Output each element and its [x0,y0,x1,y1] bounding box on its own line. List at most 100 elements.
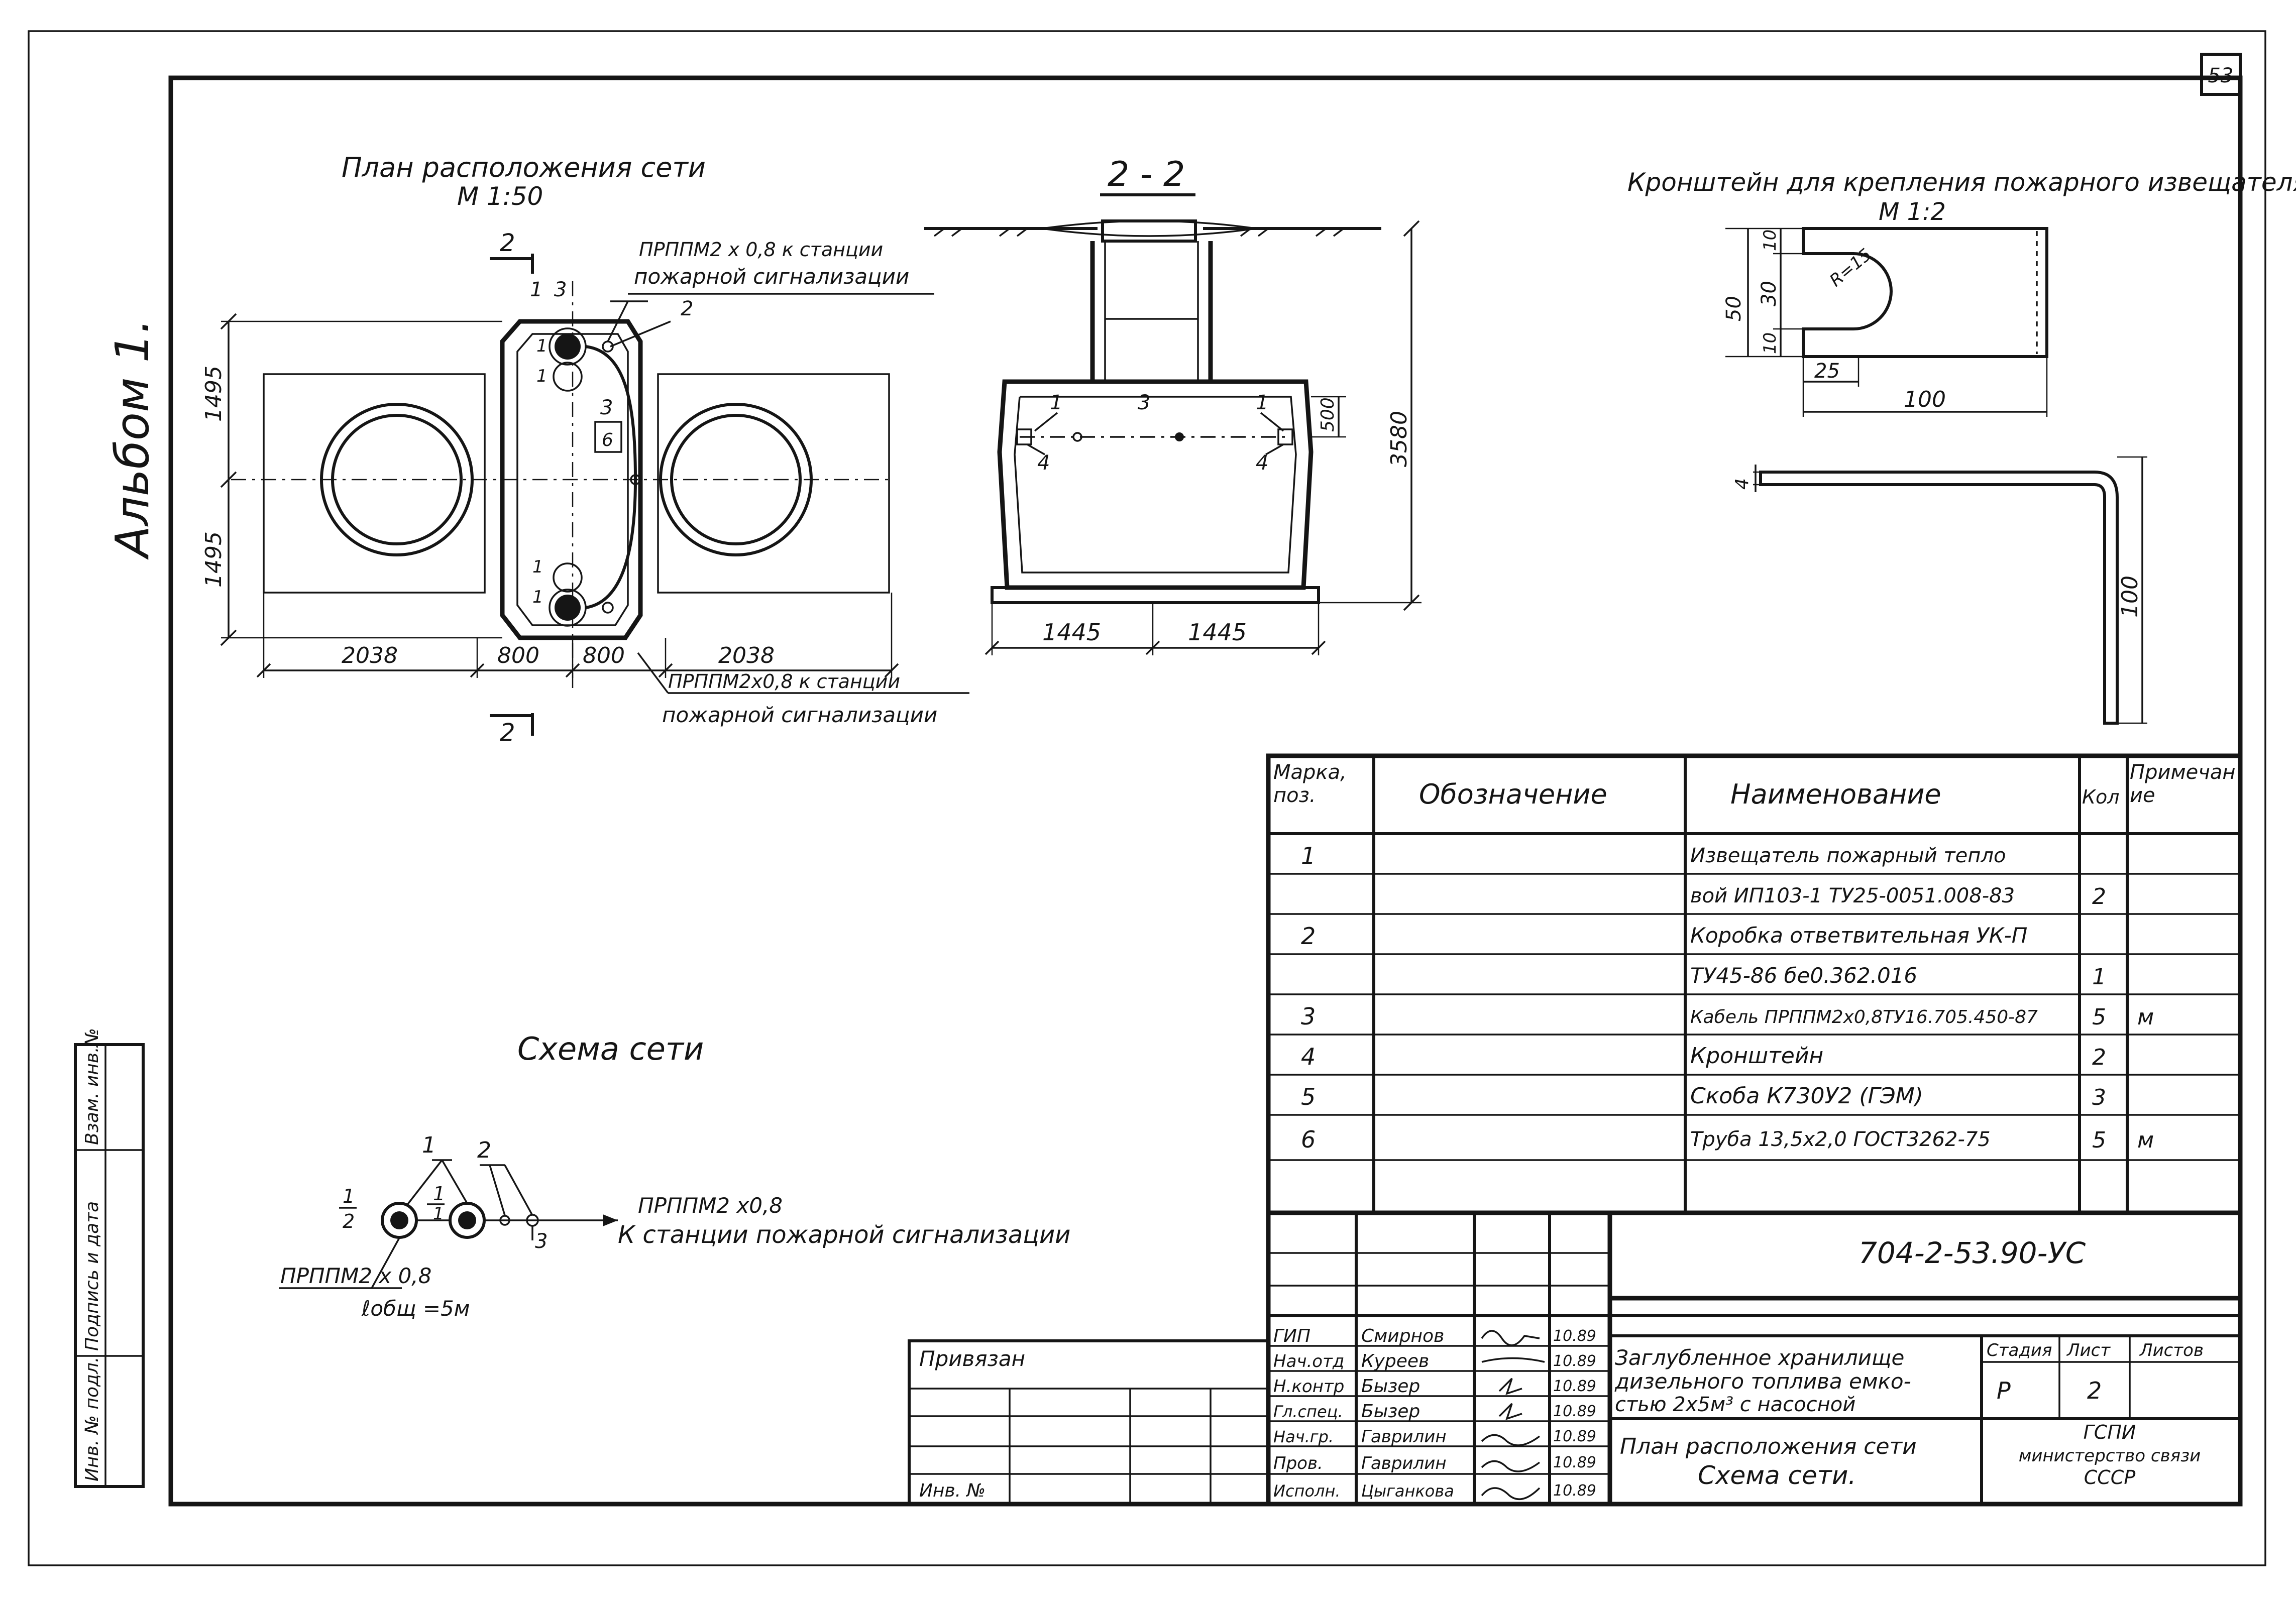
network-scheme: Схема сети 1 2 3 1 2 1 1 ПРППМ2 x0,8 К с… [279,1031,1070,1321]
plan-pos-1e: 1 [532,587,543,607]
plan-pos-1b: 1 [536,336,548,356]
dim-800-left: 800 [497,643,539,668]
side-stamp: Инв. № подл. Подпись и дата Взам. инв.№ [74,1028,145,1488]
table-row: 4 Кронштейн 2 [1301,1043,2106,1070]
name-nach-otd: Куреев [1361,1351,1429,1371]
name-ispoln: Цыганкова [1361,1481,1454,1501]
stamp-vzam-inv: Взам. инв.№ [82,1028,102,1145]
bracket-plan-shape [1802,227,2048,358]
bound-label: Привязан [919,1346,1025,1371]
detector-top [555,333,581,360]
scheme-label-3: 3 [535,1230,548,1253]
doc-code: 704-2-53.90-УС [1858,1236,2086,1270]
row-mark: 5 [1301,1083,1316,1110]
dim-10-bottom: 10 [1760,332,1780,354]
row-note: м [2137,1004,2154,1030]
table-row: вой ИП103-1 ТУ25-0051.008-83 2 [1690,884,2106,909]
dim-2038-right: 2038 [718,643,775,668]
row-mark: 2 [1301,923,1316,950]
plan-pos-1d: 1 [532,557,543,577]
dim-50: 50 [1722,296,1745,321]
section-mark-top: 2 [500,229,515,257]
role-ispoln: Исполн. [1273,1481,1341,1501]
tank-left-plan [263,373,486,594]
row-name: Кабель ПРППМ2x0,8ТУ16.705.450-87 [1690,1007,2038,1027]
plan-scale: М 1:50 [457,182,543,211]
chamber-plan [500,319,643,640]
cable-note-top-1: ПРППМ2 x 0,8 к станции [639,239,883,261]
section-pos-4-left: 4 [1037,451,1050,475]
dim-2038-left: 2038 [342,643,398,668]
title-block: 704-2-53.90-УС Привязан Инв. № ГИП Нач.о… [908,1210,2243,1507]
plan-view: План расположения сети М 1:50 [201,152,969,747]
plan-pos-3b: 3 [600,396,613,419]
object-title-line-1: Заглубленное хранилище [1615,1345,1904,1370]
section-pos-1-left: 1 [1050,391,1062,414]
cable-note-bottom-1: ПРППМ2x0,8 к станции [668,670,900,693]
row-mark: 3 [1301,1003,1316,1030]
row-name: Труба 13,5x2,0 ГОСТ3262-75 [1690,1128,1991,1151]
sheet-title-line-2: Схема сети. [1698,1461,1856,1490]
dim-r15: R=15 [1826,245,1876,291]
object-title-line-2: дизельного топлива емко- [1614,1369,1911,1394]
bracket-detail: Кронштейн для крепления пожарного извеща… [1627,168,2296,725]
plan-pos-2: 2 [681,297,693,320]
header-qty: Кол [2082,786,2120,808]
date-nach-otd: 10.89 [1553,1352,1596,1370]
table-row: 1 Извещатель пожарный тепло [1301,842,2006,869]
row-name: Кронштейн [1690,1043,1823,1069]
dim-100-vertical: 100 [2117,576,2143,618]
table-row: 3 Кабель ПРППМ2x0,8ТУ16.705.450-87 5 м [1301,1003,2154,1030]
dim-500: 500 [1318,397,1338,432]
cable-route-plan [585,345,637,609]
stamp-signature-date: Подпись и дата [82,1201,102,1351]
table-row: 2 Коробка ответвительная УК-П [1301,923,2027,950]
stamp-inv-podl: Инв. № подл. [82,1357,102,1481]
plan-pos-1a: 1 [530,278,542,301]
row-name: Скоба К730У2 (ГЭМ) [1690,1083,1923,1109]
dim-25: 25 [1814,360,1840,383]
sheet-label: Лист [2066,1340,2111,1360]
scheme-cable-right-2: К станции пожарной сигнализации [618,1221,1070,1249]
row-qty: 3 [2092,1085,2106,1110]
table-row: 5 Скоба К730У2 (ГЭМ) 3 [1301,1083,2106,1110]
outer-border [28,30,2266,1566]
scheme-title: Схема сети [517,1031,704,1067]
row-qty: 5 [2092,1127,2106,1153]
scheme-label-1: 1 [422,1132,436,1158]
row-mark: 6 [1301,1126,1316,1153]
row-mark: 4 [1301,1043,1316,1070]
inv-label: Инв. № [919,1480,986,1501]
plan-pos-6: 6 [602,430,613,450]
cable-note-top-2: пожарной сигнализации [634,264,909,289]
row-note: м [2137,1127,2154,1153]
role-gip: ГИП [1273,1326,1310,1346]
role-nach-otd: Нач.отд [1273,1351,1344,1371]
dim-1495-bottom: 1495 [201,531,227,588]
scheme-cable-left: ПРППМ2 x 0,8 [280,1264,431,1288]
row-qty: 1 [2092,964,2106,990]
detector-bottom [555,595,581,621]
dim-3580: 3580 [1386,411,1412,467]
scheme-label-2: 2 [477,1137,491,1163]
fraction-left-num: 1 [343,1185,355,1207]
header-note: Примечание [2130,761,2236,807]
date-gip: 10.89 [1553,1327,1596,1345]
date-n-kontr: 10.89 [1553,1378,1596,1395]
name-gl-spec: Бызер [1361,1401,1420,1422]
fraction-mid-num: 1 [433,1183,445,1205]
album-label: Альбом 1. [105,319,159,560]
table-row: 6 Труба 13,5x2,0 ГОСТ3262-75 5 м [1301,1126,2154,1153]
header-name: Наименование [1730,778,1941,810]
dim-30: 30 [1758,281,1781,306]
scheme-length-note: ℓобщ =5м [361,1296,470,1321]
sheets-label: Листов [2139,1340,2204,1360]
sheet-title-line-1: План расположения сети [1620,1434,1917,1459]
date-gl-spec: 10.89 [1553,1403,1596,1420]
object-title-line-3: стью 2x5м³ с насосной [1615,1393,1855,1416]
org-line-1: ГСПИ [2084,1421,2136,1443]
role-gl-spec: Гл.спец. [1273,1402,1343,1421]
role-nach-gr: Нач.гр. [1273,1427,1334,1446]
signatures [1481,1330,1545,1500]
bracket-title: Кронштейн для крепления пожарного извеща… [1627,168,2296,197]
